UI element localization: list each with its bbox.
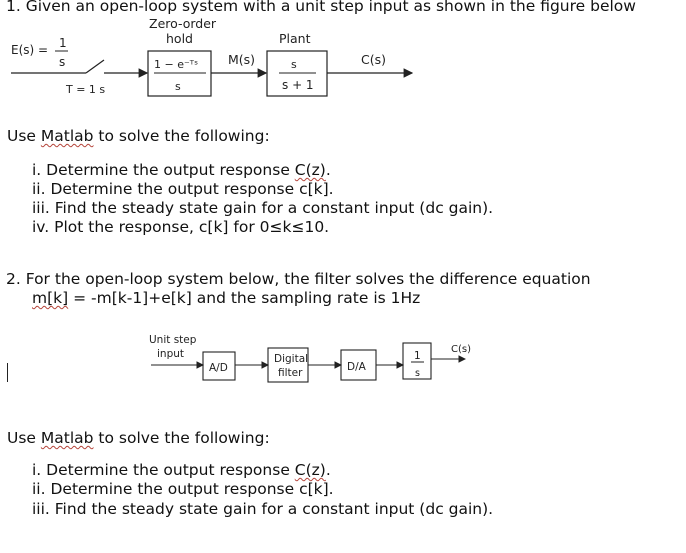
- q1-item-3: iii. Find the steady state gain for a co…: [32, 199, 494, 217]
- q2-input-label-2: input: [157, 348, 184, 360]
- q2-filter-block: [267, 347, 309, 383]
- q1-input-label: E(s) =: [11, 43, 48, 57]
- q1-ms-label: M(s): [228, 52, 255, 67]
- q1-plant-num: s: [291, 58, 297, 71]
- q1-sampler-switch: [85, 59, 105, 74]
- q2-filter-label-2: filter: [278, 367, 303, 379]
- q1-plant-title: Plant: [279, 31, 311, 46]
- q2-da-label: D/A: [347, 361, 367, 373]
- q2-item-2: ii. Determine the output response c[k].: [32, 480, 334, 498]
- q2-item-3: iii. Find the steady state gain for a co…: [32, 500, 494, 518]
- q2-equation: m[k] = -m[k-1]+e[k] and the sampling rat…: [32, 289, 421, 307]
- q1-item-4: iv. Plot the response, c[k] for 0≤k≤10.: [32, 218, 330, 236]
- q2-ad-label: A/D: [209, 362, 228, 374]
- q1-output-label: C(s): [361, 52, 386, 67]
- q2-integrator-num: 1: [414, 350, 421, 362]
- text-cursor: [7, 363, 8, 382]
- q1-matlab-line: Use Matlab to solve the following:: [7, 127, 270, 145]
- q1-zoh-title-1: Zero-order: [149, 16, 217, 31]
- q1-zoh-num: 1 − e⁻ᵀˢ: [154, 58, 198, 71]
- q2-matlab-word: Matlab: [40, 429, 94, 447]
- q2-ad-block: [202, 351, 236, 381]
- q1-matlab-word: Matlab: [40, 127, 94, 145]
- q2-item-1: i. Determine the output response C(z).: [32, 461, 331, 479]
- q2-prompt: 2. For the open-loop system below, the f…: [6, 270, 591, 288]
- q1-input-den: s: [59, 55, 65, 69]
- q1-block-diagram: E(s) = 1 s T = 1 s Zero-order hold 1 − e…: [11, 16, 414, 97]
- q1-plant-den: s + 1: [282, 78, 314, 92]
- q1-item-1: i. Determine the output response C(z).: [32, 161, 331, 179]
- q2-da-block: [340, 349, 377, 381]
- q1-input-num: 1: [59, 36, 67, 50]
- q1-zoh-title-2: hold: [166, 31, 193, 46]
- q2-filter-label-1: Digital: [274, 353, 308, 365]
- q2-integrator-den: s: [415, 368, 420, 379]
- q1-zoh-den: s: [175, 80, 181, 93]
- q2-integrator-block: [402, 342, 432, 380]
- q2-matlab-line: Use Matlab to solve the following:: [7, 429, 270, 447]
- q2-output-label: C(s): [451, 344, 471, 355]
- q1-sampler-label: T = 1 s: [65, 83, 105, 96]
- q1-prompt: 1. Given an open-loop system with a unit…: [6, 0, 636, 15]
- q2-input-label-1: Unit step: [149, 334, 197, 346]
- q1-item-2: ii. Determine the output response c[k].: [32, 180, 334, 198]
